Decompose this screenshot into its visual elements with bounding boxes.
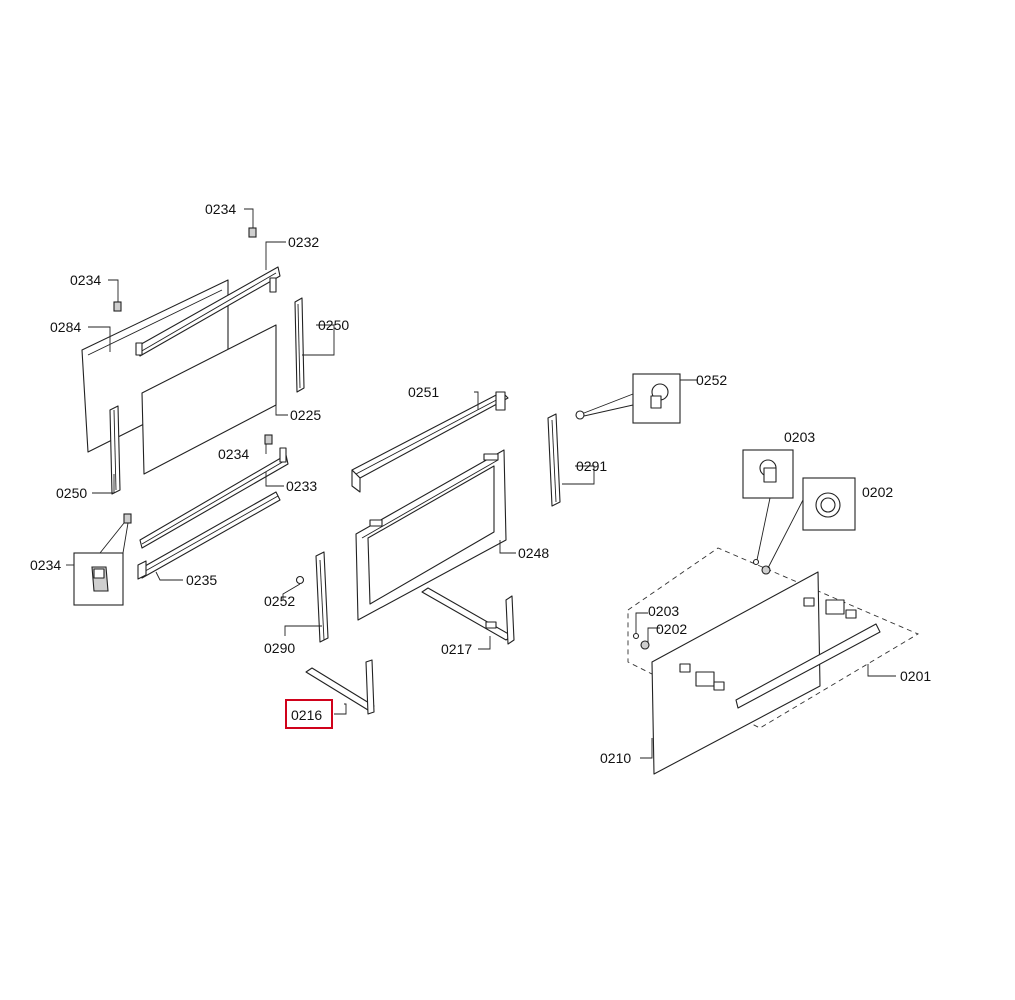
label-0233[interactable]: 0233 [286,478,317,494]
label-0203-b[interactable]: 0203 [648,603,679,619]
callout-0203-detail [742,449,794,561]
part-0203-screw-b[interactable] [632,632,640,640]
part-0250-right-strip[interactable] [294,297,305,393]
label-0210[interactable]: 0210 [600,750,631,766]
callout-0252-detail [583,373,681,424]
highlight-box-0216 [285,699,333,729]
part-0252-screw-a[interactable] [575,410,585,420]
part-0202-knob-b[interactable] [640,640,650,650]
part-0201-control-housing[interactable] [627,547,919,729]
label-0252-a[interactable]: 0252 [696,372,727,388]
part-0233-bottom-trim[interactable] [139,447,289,549]
label-0225[interactable]: 0225 [290,407,321,423]
part-0210-front-panel[interactable] [651,571,881,775]
part-0216-bracket[interactable] [305,659,375,715]
part-0217-bracket[interactable] [421,587,515,645]
label-0291[interactable]: 0291 [576,458,607,474]
label-0217[interactable]: 0217 [441,641,472,657]
label-0234-a[interactable]: 0234 [205,201,236,217]
part-0234-clip-d[interactable] [123,513,132,524]
label-0290[interactable]: 0290 [264,640,295,656]
label-0202-a[interactable]: 0202 [862,484,893,500]
label-0234-d[interactable]: 0234 [30,557,61,573]
label-0202-b[interactable]: 0202 [656,621,687,637]
label-0216[interactable]: 0216 [291,707,322,723]
label-0232[interactable]: 0232 [288,234,319,250]
part-0250-left-strip[interactable] [109,405,121,495]
part-0252-screw-b[interactable] [295,575,305,585]
part-0234-clip-c[interactable] [264,434,273,445]
label-0248[interactable]: 0248 [518,545,549,561]
label-0252-b[interactable]: 0252 [264,593,295,609]
label-0235[interactable]: 0235 [186,572,217,588]
callout-0234-detail [73,522,129,606]
part-0248-door-frame[interactable] [355,449,507,621]
part-0235-bottom-profile[interactable] [137,491,281,580]
part-0291-hinge-strip[interactable] [547,413,561,507]
part-0251-top-cover[interactable] [351,391,509,493]
part-0203-screw-a[interactable] [752,558,760,566]
label-0250-a[interactable]: 0250 [318,317,349,333]
label-0234-c[interactable]: 0234 [218,446,249,462]
label-0251[interactable]: 0251 [408,384,439,400]
part-labels: 0234 0232 0234 0284 0250 0225 0234 0250 … [30,201,931,766]
part-0234-clip-b[interactable] [113,301,122,312]
part-0234-clip-a[interactable] [248,227,257,238]
part-0232-top-trim[interactable] [135,266,281,357]
label-0234-b[interactable]: 0234 [70,272,101,288]
label-0250-b[interactable]: 0250 [56,485,87,501]
label-0284[interactable]: 0284 [50,319,81,335]
callout-0202-detail [767,477,856,569]
part-0290-side-strip[interactable] [315,551,329,643]
leader-lines [66,208,896,759]
label-0203-a[interactable]: 0203 [784,429,815,445]
label-0201[interactable]: 0201 [900,668,931,684]
